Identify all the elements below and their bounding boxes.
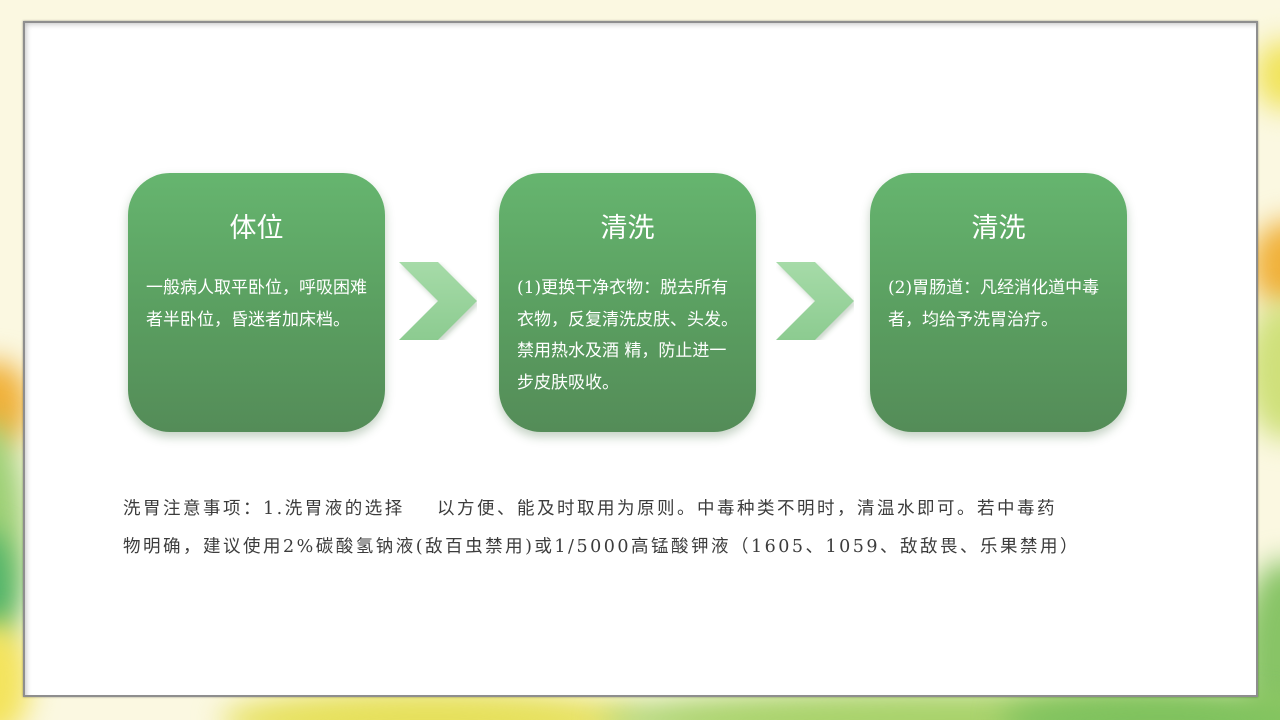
- step-title: 体位: [229, 213, 284, 244]
- chevron-right-icon: [776, 262, 854, 340]
- note-line-2: 物明确，建议使用2%碳酸氢钠液(敌百虫禁用)或1/5000高锰酸钾液（1605、…: [123, 537, 1081, 557]
- step-title: 清洗: [600, 213, 655, 244]
- bg-blob-yellow-right: [1255, 40, 1280, 110]
- step-body: 一般病人取平卧位，呼吸困难者半卧位，昏迷者加床档。: [146, 278, 367, 330]
- step-card-position: 体位 一般病人取平卧位，呼吸困难者半卧位，昏迷者加床档。: [128, 173, 385, 432]
- step-card-gastric-lavage: 清洗 (2)胃肠道：凡经消化道中毒者，均给予洗胃治疗。: [870, 173, 1127, 432]
- gastric-lavage-notes: 洗胃注意事项：1.洗胃液的选择 以方便、能及时取用为原则。中毒种类不明时，清温水…: [123, 490, 1133, 566]
- step-title: 清洗: [971, 213, 1026, 244]
- note-line-1: 洗胃注意事项：1.洗胃液的选择 以方便、能及时取用为原则。中毒种类不明时，清温水…: [123, 499, 1057, 519]
- chevron-right-icon: [399, 262, 477, 340]
- step-card-clothing-cleaning: 清洗 (1)更换干净衣物：脱去所有衣物，反复清洗皮肤、头发。禁用热水及酒 精，防…: [499, 173, 756, 432]
- step-body: (2)胃肠道：凡经消化道中毒者，均给予洗胃治疗。: [888, 278, 1100, 330]
- step-body: (1)更换干净衣物：脱去所有衣物，反复清洗皮肤、头发。禁用热水及酒 精，防止进一…: [517, 278, 738, 393]
